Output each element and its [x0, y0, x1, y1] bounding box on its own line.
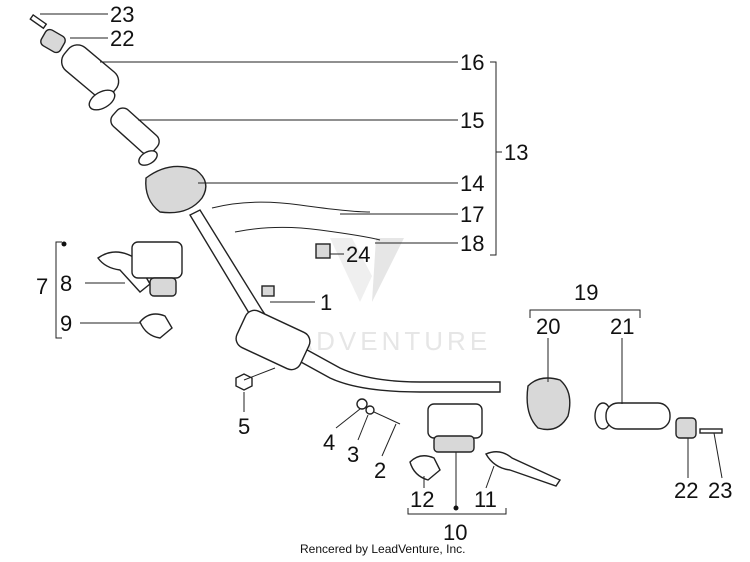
grip-flange-left — [88, 89, 116, 111]
right-switch-housing — [526, 377, 571, 431]
bar-end-weight-left — [40, 28, 66, 54]
handlebar-tab — [261, 285, 275, 297]
callout-1: 1 — [320, 290, 332, 315]
handlebar — [189, 209, 501, 393]
right-master-cylinder — [427, 403, 483, 439]
callout-18: 18 — [460, 231, 484, 256]
callout-10: 10 — [443, 520, 467, 545]
callout-22-bottom: 22 — [674, 478, 698, 503]
callout-23-bottom: 23 — [708, 478, 732, 503]
handlebar-center-bracket — [235, 309, 311, 371]
callout-17: 17 — [460, 202, 484, 227]
render-credit: Rencered by LeadVenture, Inc. — [300, 542, 465, 556]
callout-13: 13 — [504, 140, 528, 165]
left-clamp — [139, 313, 173, 339]
bracket-10 — [407, 508, 507, 515]
callout-16: 16 — [460, 50, 484, 75]
right-grip-assembly — [526, 377, 723, 439]
washer-3 — [365, 405, 375, 415]
left-switch-housing — [145, 165, 207, 214]
callout-3: 3 — [347, 442, 359, 467]
callout-21: 21 — [610, 314, 634, 339]
leader-5b — [243, 367, 276, 381]
end-screw-left — [29, 13, 48, 30]
callout-14: 14 — [460, 171, 484, 196]
left-grip-rubber — [60, 44, 120, 99]
leader-23b — [713, 432, 723, 479]
callout-7: 7 — [36, 274, 48, 299]
handlebar-tube — [189, 209, 501, 393]
right-brake-assembly — [409, 403, 562, 487]
callout-labels: 23 22 16 15 13 14 17 18 24 7 8 9 1 19 20… — [36, 2, 732, 545]
left-cylinder-body — [149, 277, 177, 297]
callout-20: 20 — [536, 314, 560, 339]
right-grip-rubber — [605, 402, 671, 430]
throttle-cables — [211, 201, 381, 259]
end-screw-right — [699, 428, 723, 434]
bracket-13 — [490, 61, 497, 256]
bolt-2 — [373, 411, 401, 425]
small-hardware — [235, 373, 401, 425]
right-clamp — [409, 455, 441, 481]
bracket-10-dot — [453, 505, 459, 511]
callout-8: 8 — [60, 271, 72, 296]
left-brake-assembly — [97, 241, 183, 339]
washer-4 — [356, 398, 368, 410]
left-grip-assembly — [29, 13, 207, 214]
leader-2 — [381, 423, 397, 457]
leader-4 — [335, 408, 361, 429]
bracket-19 — [529, 309, 641, 318]
callout-19: 19 — [574, 280, 598, 305]
bracket-7 — [55, 241, 62, 339]
right-brake-lever — [485, 451, 562, 487]
throttle-flange — [138, 150, 158, 166]
callout-9: 9 — [60, 311, 72, 336]
leader-lines — [40, 13, 723, 515]
bar-end-weight-right — [675, 417, 697, 439]
callout-5: 5 — [238, 414, 250, 439]
left-master-cylinder — [131, 241, 183, 279]
nut-5 — [235, 373, 253, 391]
callout-11: 11 — [474, 487, 497, 512]
bracket-7-dot — [61, 241, 67, 247]
cable-18 — [234, 226, 381, 241]
cable-17 — [211, 201, 371, 213]
leader-11 — [485, 465, 495, 489]
callout-22-top: 22 — [110, 26, 134, 51]
callout-24: 24 — [346, 242, 370, 267]
callout-4: 4 — [323, 430, 335, 455]
callout-2: 2 — [374, 458, 386, 483]
callout-15: 15 — [460, 108, 484, 133]
callout-23-top: 23 — [110, 2, 134, 27]
callout-12: 12 — [410, 487, 434, 512]
leader-3 — [357, 414, 369, 441]
cable-clip — [315, 243, 331, 259]
watermark-logo-right — [372, 238, 404, 302]
right-cylinder-body — [433, 435, 475, 453]
throttle-tube — [110, 107, 160, 155]
